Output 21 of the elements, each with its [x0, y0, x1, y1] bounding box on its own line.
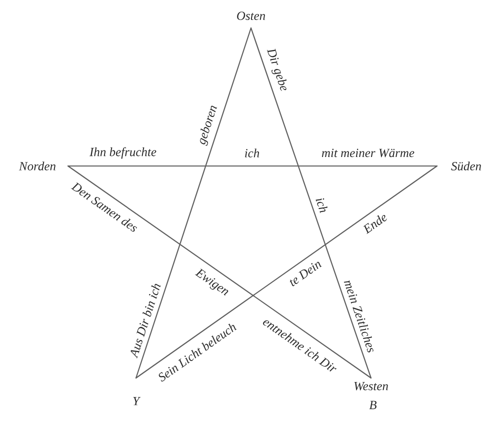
line-text: Ihn befruchte [89, 147, 156, 159]
pentagram-line [135, 165, 438, 379]
line-text: mit meiner Wärme [322, 148, 414, 158]
line-text: ich [316, 198, 328, 214]
line-text: Dir gebe [267, 48, 287, 91]
direction-label: Westen [354, 382, 388, 390]
pentagram-line [135, 27, 252, 379]
line-text: Aus Dir bin ich [130, 284, 161, 358]
vertex-letter: Y [133, 397, 141, 406]
line-text: geboren [200, 106, 217, 146]
line-text: Ende [363, 214, 387, 234]
direction-label: Norden [18, 162, 56, 170]
line-text: ich [245, 148, 260, 158]
direction-label: Süden [451, 162, 482, 170]
direction-label: Osten [237, 12, 266, 20]
line-text: mein Zeitliches [344, 280, 374, 352]
vertex-letter: B [369, 400, 377, 410]
line-text: te Dein [290, 262, 322, 286]
pentagram-line [250, 27, 372, 379]
pentagram-line [67, 165, 372, 379]
pentagram-line [67, 165, 438, 167]
